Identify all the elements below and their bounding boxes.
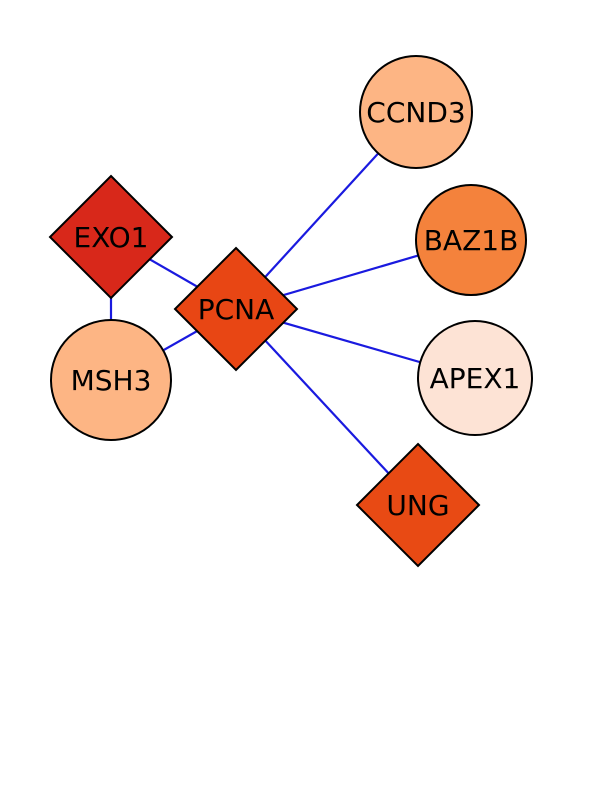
node-ccnd3-circle <box>359 55 473 169</box>
node-apex1[interactable]: APEX1 <box>417 320 533 436</box>
node-ung-label: UNG <box>386 489 449 522</box>
node-pcna-label: PCNA <box>198 293 275 326</box>
node-exo1[interactable]: EXO1 <box>48 174 174 300</box>
node-msh3[interactable]: MSH3 <box>50 319 172 441</box>
node-ccnd3-label: CCND3 <box>366 96 465 129</box>
node-pcna-diamond <box>173 246 299 372</box>
node-msh3-circle <box>50 319 172 441</box>
node-ung[interactable]: UNG <box>355 442 481 568</box>
node-ung-diamond <box>355 442 481 568</box>
node-exo1-label: EXO1 <box>74 221 149 254</box>
edge-pcna-ung <box>235 308 419 506</box>
node-baz1b-label: BAZ1B <box>424 224 519 257</box>
node-exo1-diamond <box>48 174 174 300</box>
node-baz1b[interactable]: BAZ1B <box>415 184 527 296</box>
node-apex1-circle <box>417 320 533 436</box>
node-pcna[interactable]: PCNA <box>173 246 299 372</box>
node-apex1-label: APEX1 <box>430 362 521 395</box>
node-ccnd3[interactable]: CCND3 <box>359 55 473 169</box>
node-msh3-label: MSH3 <box>71 364 152 397</box>
node-baz1b-circle <box>415 184 527 296</box>
